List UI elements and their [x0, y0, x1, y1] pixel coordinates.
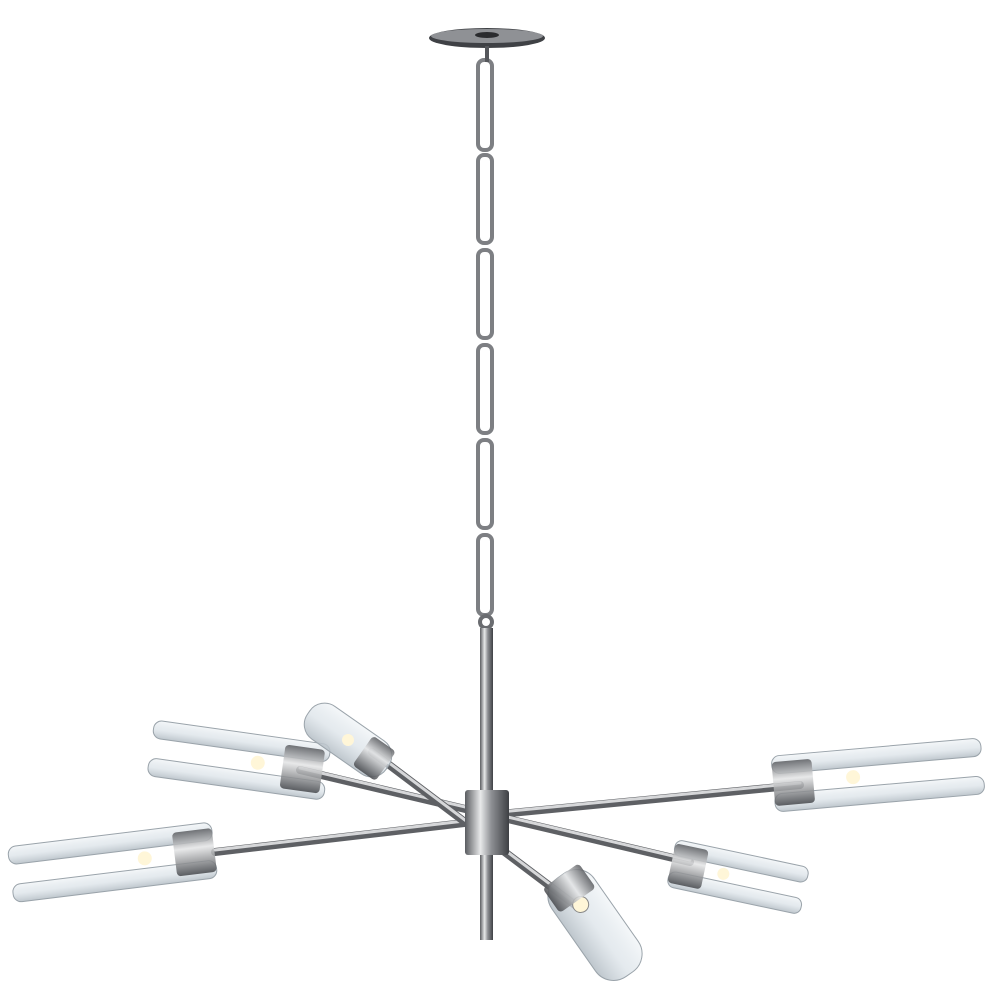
canopy: [429, 28, 545, 48]
shade: [7, 822, 218, 903]
shade: [303, 702, 395, 780]
glass-shades: [7, 702, 985, 981]
shade: [771, 738, 985, 812]
chain: [476, 46, 494, 630]
shade: [147, 720, 331, 800]
center-rod: [480, 628, 493, 940]
shade: [667, 840, 809, 914]
hub: [465, 790, 509, 855]
shade: [544, 864, 643, 981]
